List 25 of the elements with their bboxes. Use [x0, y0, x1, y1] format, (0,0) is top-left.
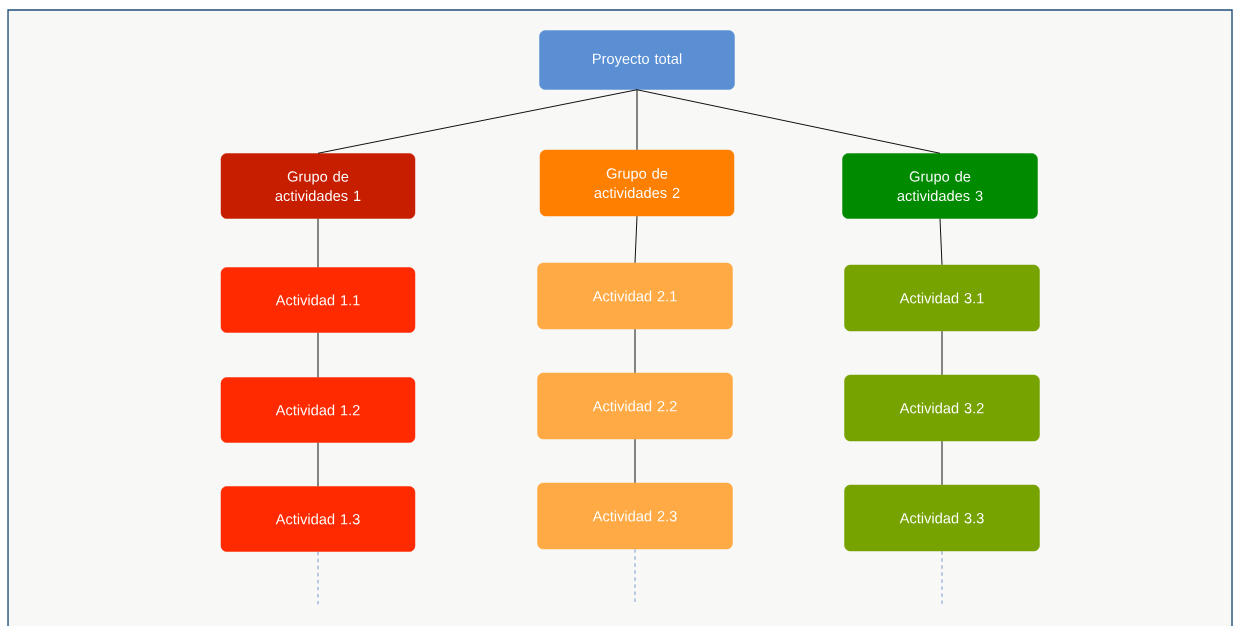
- group-box: Grupo de actividades 1: [220, 153, 416, 219]
- activity-box: Actividad 3.1: [844, 264, 1040, 332]
- activity-box: Actividad 1.3: [220, 486, 416, 552]
- root-box: Proyecto total: [539, 30, 735, 90]
- activity-box: Actividad 2.3: [537, 482, 733, 550]
- connector-line: [317, 218, 319, 268]
- connector-line: [634, 438, 636, 484]
- activity-box: Actividad 2.2: [537, 372, 733, 440]
- connector-line: [634, 328, 636, 374]
- connector-line: [634, 215, 638, 264]
- group-box: Grupo de actividades 3: [842, 153, 1038, 219]
- activity-box: Actividad 1.1: [220, 267, 416, 333]
- activity-box: Actividad 3.3: [844, 484, 1040, 552]
- connector-line: [636, 89, 638, 151]
- connector-line: [636, 89, 941, 154]
- activity-box: Actividad 1.2: [220, 377, 416, 443]
- connector-line: [317, 442, 319, 487]
- connector-line: [939, 218, 943, 266]
- activity-box: Actividad 3.2: [844, 374, 1040, 442]
- activity-box: Actividad 2.1: [537, 262, 733, 330]
- connector-line: [317, 89, 638, 154]
- connector-line: [317, 332, 319, 378]
- connector-line: [941, 330, 943, 376]
- connector-line: [941, 440, 943, 486]
- group-box: Grupo de actividades 2: [539, 149, 735, 217]
